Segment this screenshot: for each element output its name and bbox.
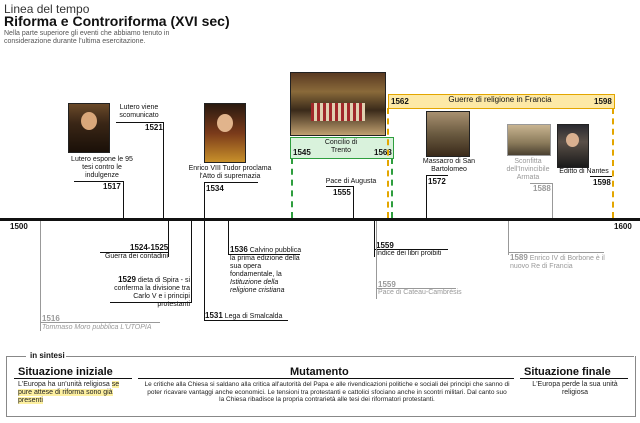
guerre-box (388, 94, 615, 109)
guerre-start: 1562 (391, 97, 409, 106)
augusta-year: 1555 (333, 188, 351, 197)
lutero-tesi-year: 1517 (103, 182, 121, 191)
summary-box (6, 356, 636, 417)
timeline-axis (0, 218, 640, 221)
spira-year: 1529 (118, 275, 136, 284)
lutero-scom-label: Lutero viene scomunicato (119, 104, 159, 119)
armata-year: 1588 (533, 184, 551, 193)
indice-year: 1559 (376, 241, 394, 250)
page-subtitle: Nella parte superiore gli eventi che abb… (4, 30, 170, 45)
moro-year: 1516 (42, 314, 60, 323)
calvino-italic: Istituzione della religione cristiana (230, 279, 285, 294)
enrico-label: Enrico VIII Tudor proclama l'Atto di sup… (188, 165, 272, 180)
axis-start-year: 1500 (10, 222, 28, 231)
guerre-title: Guerre di religione in Francia (448, 95, 552, 104)
guerre-end: 1598 (594, 97, 612, 106)
lutero-tesi-label: Lutero espone le 95 tesi contro le indul… (71, 156, 133, 179)
summary-col3-title: Situazione finale (524, 366, 611, 378)
armata-label: Sconfitta dell'Invincibile Armata (506, 158, 550, 181)
contadini-year: 1524-1525 (130, 243, 169, 252)
lutero-scom-year: 1521 (145, 123, 163, 132)
summary-col1-text: L'Europa ha un'unità religiosa (18, 381, 110, 388)
smalcalda-block: 1531 Lega di Smalcalda (205, 312, 295, 321)
cateau-text: Pace di Cateau-Cambrésis (378, 289, 462, 296)
bartolomeo-year: 1572 (428, 177, 446, 186)
cateau-year: 1559 (378, 280, 396, 289)
page-title: Riforma e Controriforma (XVI sec) (4, 13, 230, 29)
summary-col2-title: Mutamento (290, 366, 349, 378)
bartolomeo-label: Massacro di San Bartolomeo (422, 158, 476, 173)
augusta-label: Pace di Augusta (325, 178, 377, 185)
indice-text: Indice dei libri proibiti (376, 250, 442, 257)
henry-portrait (204, 103, 246, 163)
enrico-year: 1534 (206, 184, 224, 193)
header-small: Linea del tempo (4, 2, 90, 16)
summary-label: in sintesi (30, 351, 65, 360)
trento-box (290, 137, 394, 159)
trento-title: Concilio di Trento (324, 139, 358, 154)
summary-col3-text: L'Europa perde la sua unità religiosa (532, 381, 618, 396)
bartholomew-painting (426, 111, 470, 157)
enrico4-block: 1589 Enrico IV di Borbone è il nuovo Re … (510, 254, 614, 271)
calvino-text: Calvino pubblica la prima edizione della… (230, 247, 302, 278)
enrico4-year: 1589 (510, 253, 528, 262)
moro-text: Tommaso Moro pubblica L'UTOPIA (42, 324, 152, 331)
calvino-block: 1536 Calvino pubblica la prima edizione … (230, 246, 302, 295)
enrico4-text: Enrico IV di Borbone è il nuovo Re di Fr… (510, 255, 605, 270)
spira-block: 1529 dieta di Spira - si conferma la div… (100, 276, 190, 309)
armada-painting (507, 124, 551, 156)
trento-start: 1545 (293, 148, 311, 157)
trento-end: 1563 (374, 148, 392, 157)
nantes-label: Editto di Nantes (559, 168, 609, 175)
smalcalda-text: Lega di Smalcalda (224, 313, 283, 320)
summary-col1: L'Europa ha un'unità religiosa se pure a… (18, 381, 128, 405)
smalcalda-year: 1531 (205, 311, 223, 320)
henry-iv-portrait (557, 124, 589, 168)
summary-col1-title: Situazione iniziale (18, 366, 113, 378)
luther-portrait (68, 103, 110, 153)
axis-end-year: 1600 (614, 222, 632, 231)
contadini-text: Guerra dei contadini (104, 253, 168, 260)
summary-col2-text: Le critiche alla Chiesa si saldano alla … (144, 381, 510, 403)
calvino-year: 1536 (230, 245, 248, 254)
nantes-year: 1598 (593, 178, 611, 187)
spira-text: dieta di Spira - si conferma la division… (114, 277, 190, 308)
council-trent-painting (290, 72, 386, 136)
